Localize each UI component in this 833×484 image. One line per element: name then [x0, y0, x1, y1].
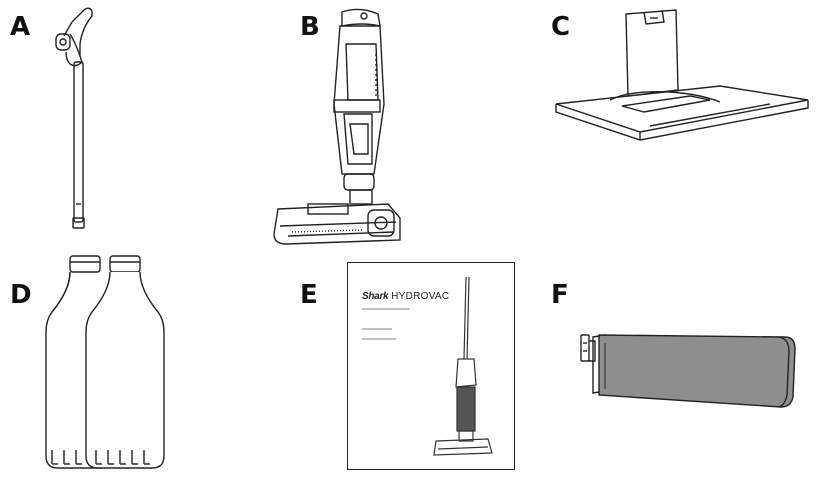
manual-title: Shark HYDROVAC: [362, 291, 449, 302]
cleaning-solution-bottles-illustration: [40, 250, 170, 475]
label-f: F: [551, 280, 569, 310]
label-d: D: [10, 280, 32, 310]
label-b: B: [300, 12, 320, 42]
handle-wand-illustration: [50, 4, 100, 236]
label-c: C: [551, 12, 571, 42]
owners-guide-booklet: Shark HYDROVAC: [347, 262, 515, 470]
label-a: A: [10, 12, 31, 42]
main-unit-illustration: [268, 4, 408, 254]
label-e: E: [300, 280, 318, 310]
manual-brand: Shark: [362, 291, 389, 302]
brush-roll-illustration: [575, 325, 810, 415]
manual-model: HYDROVAC: [391, 291, 450, 302]
charging-base-illustration: [550, 4, 810, 144]
